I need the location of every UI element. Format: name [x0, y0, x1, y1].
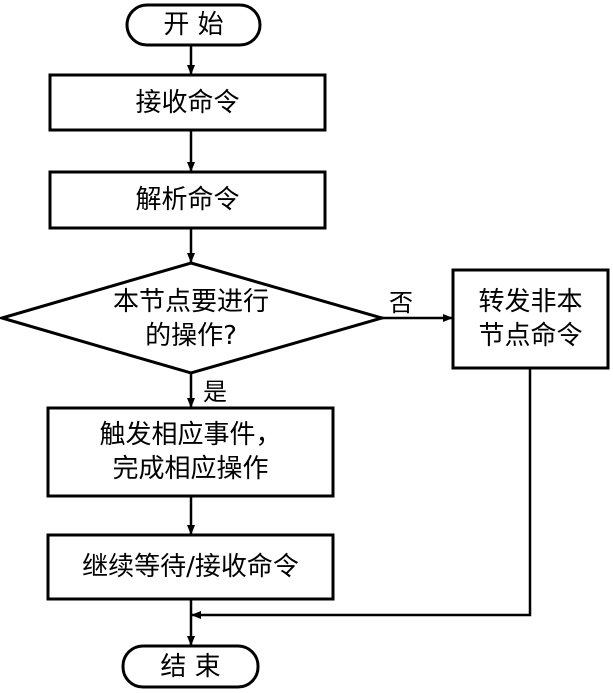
wait-command-box	[46, 533, 335, 601]
parse-command-label: 解析命令	[135, 185, 240, 215]
trigger-event-label: 触发相应事件， 完成相应操作	[99, 420, 282, 484]
forward-command-label: 转发非本 节点命令	[478, 287, 583, 351]
wait-command-label: 继续等待/接收命令	[82, 552, 299, 582]
forward-command-box	[451, 268, 610, 370]
end-label: 结 束	[160, 651, 221, 682]
edge-label-yes: 是	[203, 378, 227, 406]
decision-label: 本节点要进行 的操作?	[112, 287, 269, 351]
end-terminal	[121, 644, 260, 689]
receive-command-label: 接收命令	[135, 87, 240, 118]
start-terminal	[125, 3, 262, 47]
trigger-event-box	[46, 406, 335, 498]
parse-command-box	[48, 170, 327, 230]
start-label: 开 始	[163, 10, 224, 40]
edge-forward-merge	[191, 368, 532, 619]
edge-label-no: 否	[389, 289, 413, 317]
receive-command-box	[48, 73, 327, 132]
